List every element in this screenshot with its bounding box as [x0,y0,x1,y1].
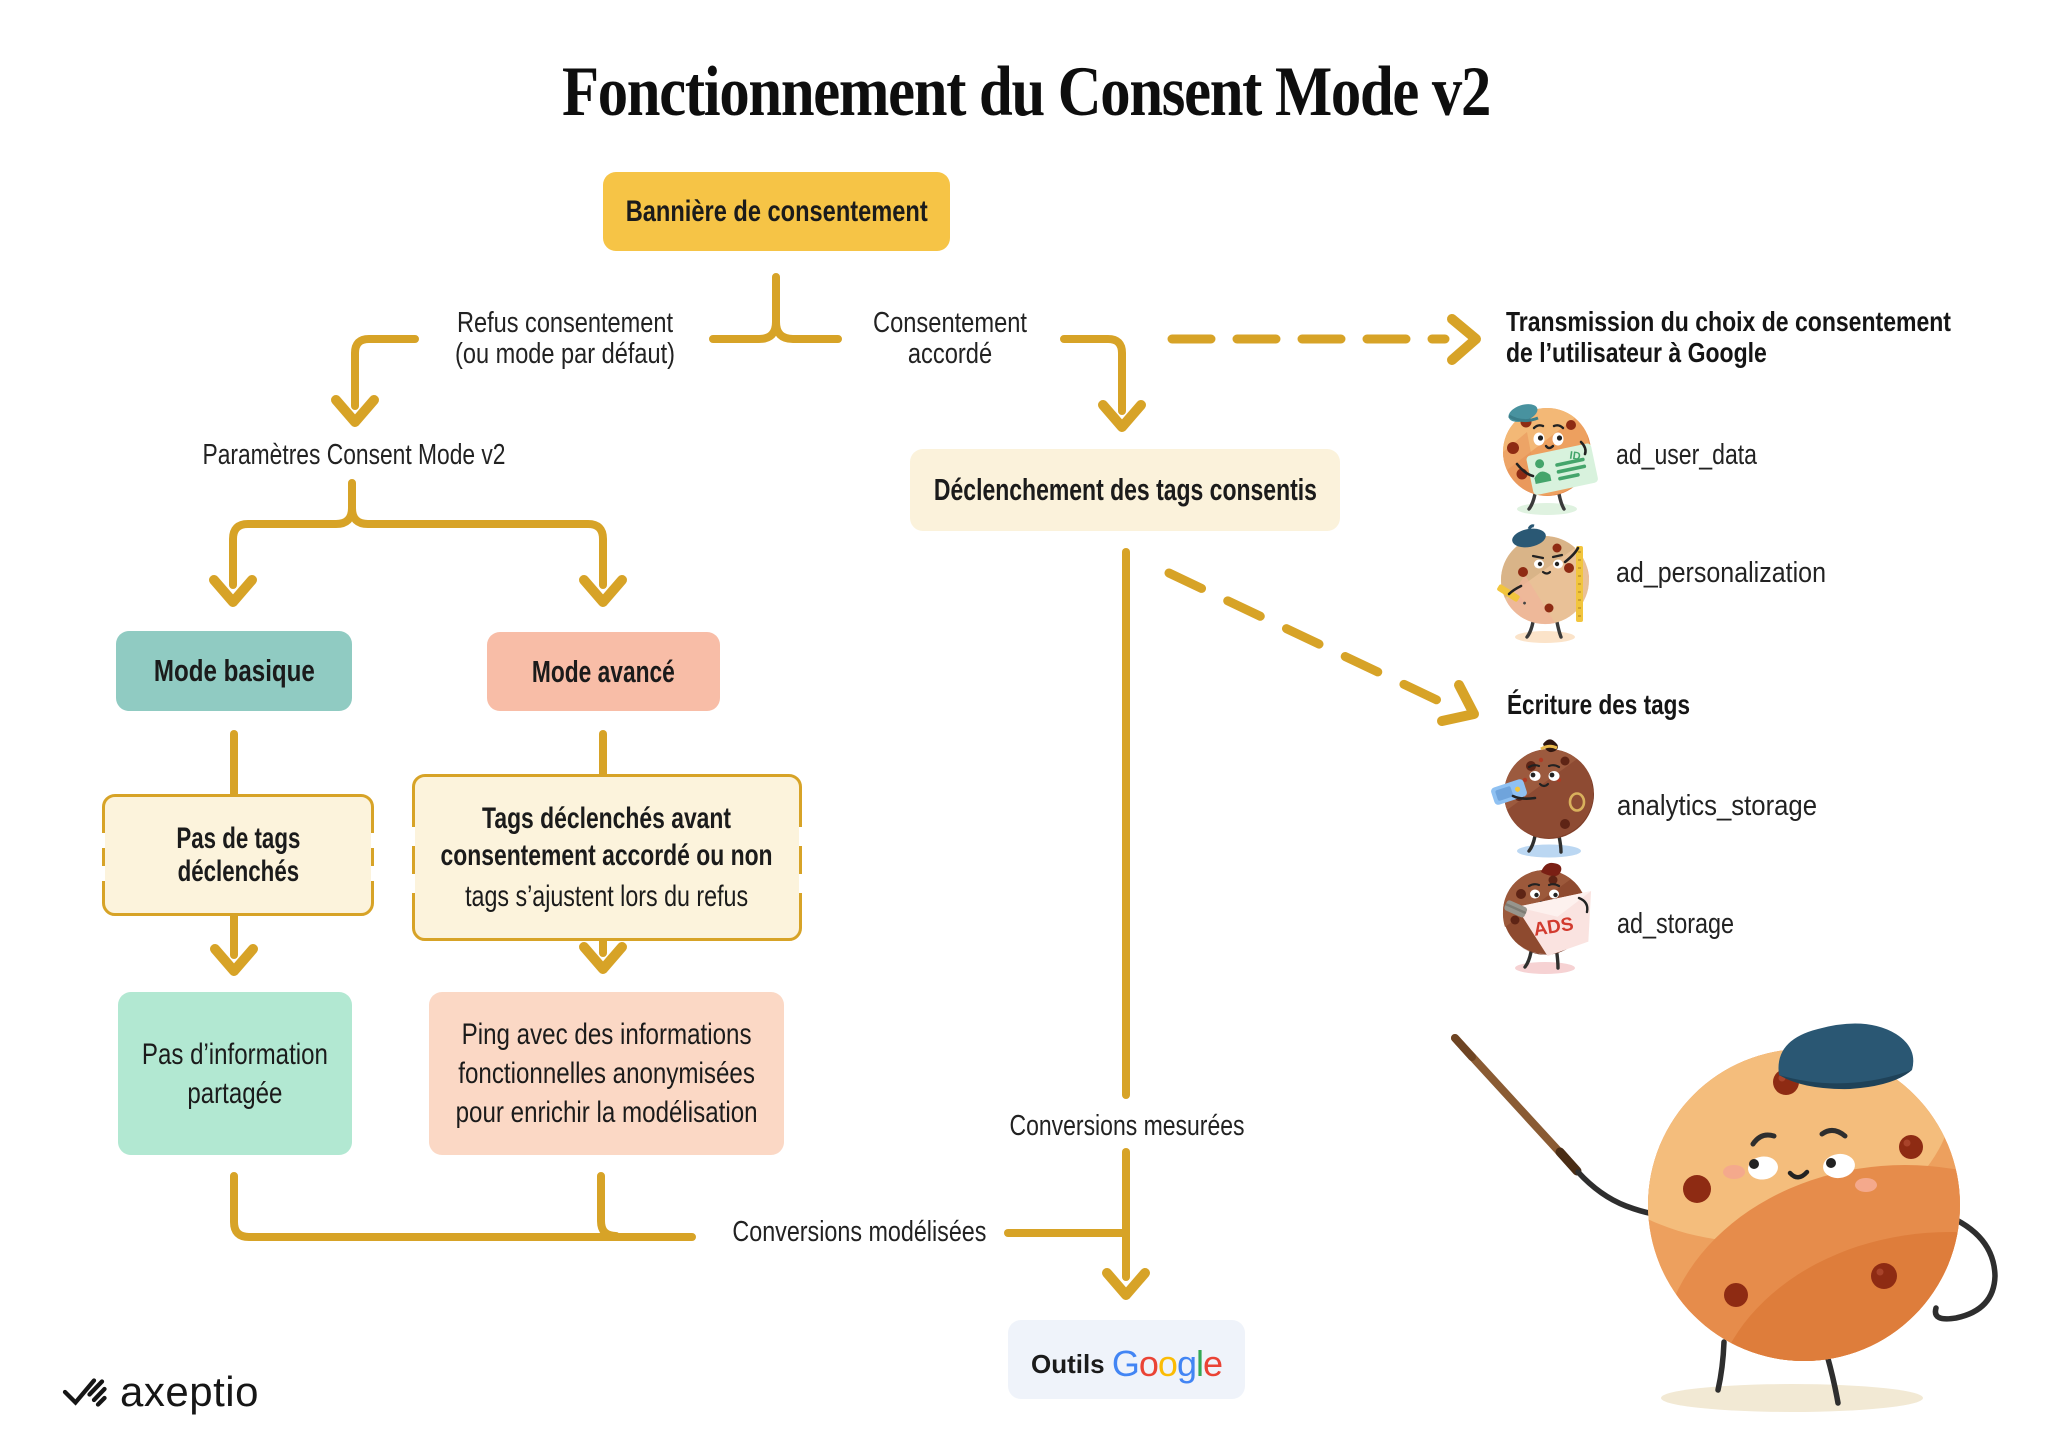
svg-text:ID: ID [1569,450,1582,463]
